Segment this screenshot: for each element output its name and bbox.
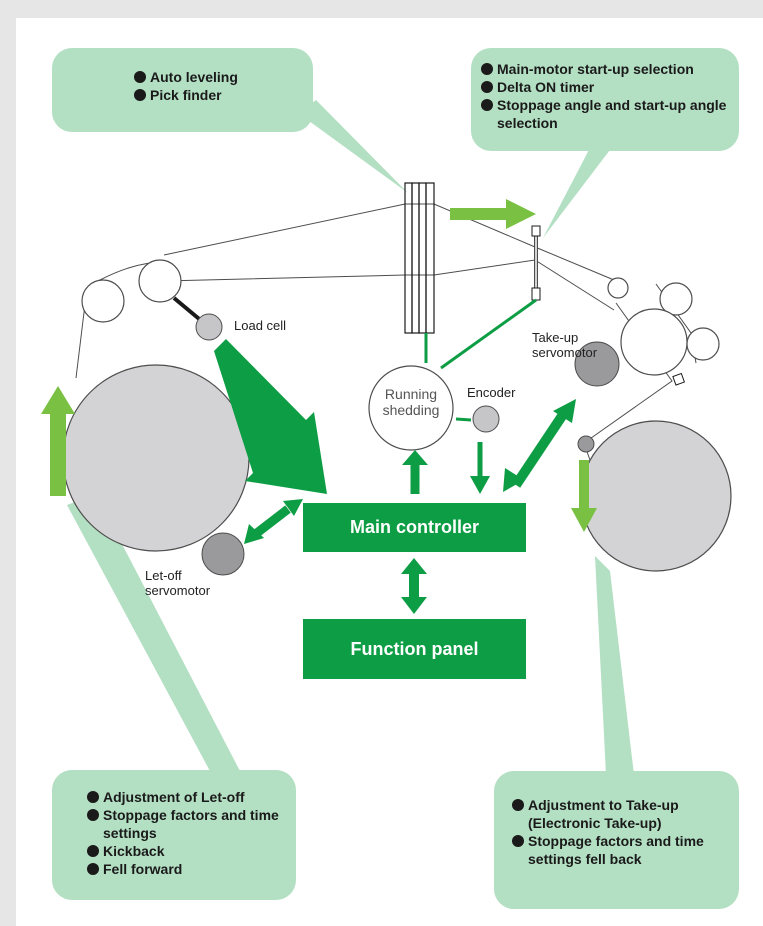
callout-item: Stoppage factors and time settings fell … xyxy=(512,832,739,868)
letoff-label-line-1: Let-off xyxy=(145,568,182,583)
main-controller-label: Main controller xyxy=(349,517,479,537)
callout-item: Adjustment of Let-off xyxy=(87,788,296,806)
callout-tail-top-left xyxy=(298,100,408,193)
load-cell-label: Load cell xyxy=(234,318,287,333)
callout-item: Main-motor start-up selection xyxy=(481,60,739,78)
callout-bottom-left: Adjustment of Let-off Stoppage factors a… xyxy=(52,770,296,900)
connection-lines xyxy=(424,298,537,422)
letoff-label-line-2: servomotor xyxy=(145,583,211,598)
takeup-tension-clip xyxy=(672,372,686,386)
reed-top-cap xyxy=(531,225,541,237)
callout-item: Kickback xyxy=(87,842,296,860)
reed-bottom-cap xyxy=(531,287,541,301)
takeup-servomotor xyxy=(574,341,620,387)
load-cell-sensor xyxy=(195,313,223,341)
function-panel-box: Function panel xyxy=(303,619,526,679)
cloth-roll xyxy=(580,420,732,572)
takeup-roller-small-1 xyxy=(659,282,693,316)
takeup-label-line-1: Take-up xyxy=(532,330,579,345)
takeup-press-roller xyxy=(577,435,595,453)
running-label-line-2: shedding xyxy=(382,402,440,418)
callout-tail-top-right xyxy=(543,138,619,238)
running-shedding-label: Running shedding xyxy=(372,386,450,418)
loom-diagram xyxy=(41,100,732,775)
function-panel-label: Function panel xyxy=(350,638,479,659)
takeup-roller-large xyxy=(620,308,688,376)
controller-panel-double-arrow xyxy=(401,558,427,614)
letoff-controller-double-arrow xyxy=(244,499,303,544)
callout-item: Delta ON timer xyxy=(481,78,739,96)
callout-item: Stoppage angle and start-up angle select… xyxy=(481,96,739,132)
heddle-frames xyxy=(404,182,435,334)
callout-item: Fell forward xyxy=(87,860,296,878)
callout-tail-bottom-right xyxy=(595,556,634,775)
callout-item: Stoppage factors and time settings xyxy=(87,806,296,842)
callout-top-left: Auto leveling Pick finder xyxy=(52,48,313,132)
letoff-servomotor xyxy=(201,532,245,576)
takeup-roller-small-2 xyxy=(686,327,720,361)
loadcell-to-controller-arrow xyxy=(214,339,327,494)
main-controller-box: Main controller xyxy=(303,503,526,552)
running-shedding-unit xyxy=(368,365,454,451)
takeup-controller-double-arrow xyxy=(503,399,576,492)
letoff-guide-roller-1 xyxy=(81,279,125,323)
callout-top-right: Main-motor start-up selection Delta ON t… xyxy=(471,48,739,151)
diagram-canvas: Auto leveling Pick finder Main-motor sta… xyxy=(16,18,763,926)
takeup-label-line-2: servomotor xyxy=(532,345,598,360)
running-label-line-1: Running xyxy=(384,386,438,402)
encoder xyxy=(472,405,500,433)
takeup-rotation-arrow xyxy=(571,460,597,532)
reed-motion-arrow xyxy=(450,199,536,229)
warp-beam xyxy=(62,364,250,552)
callout-item: Adjustment to Take-up (Electronic Take-u… xyxy=(512,796,739,832)
callout-tail-bottom-left xyxy=(67,494,241,773)
callout-item: Pick finder xyxy=(134,86,313,104)
letoff-rotation-arrow xyxy=(41,386,75,496)
encoder-label: Encoder xyxy=(467,385,516,400)
letoff-servomotor-label: Let-off servomotor xyxy=(145,568,210,598)
takeup-guide-roller-1 xyxy=(607,277,629,299)
letoff-guide-roller-2 xyxy=(138,259,182,303)
callout-bottom-right: Adjustment to Take-up (Electronic Take-u… xyxy=(494,771,739,909)
encoder-controller-arrows xyxy=(402,442,490,494)
callout-item: Auto leveling xyxy=(134,68,313,86)
takeup-servomotor-label: Take-up servomotor xyxy=(532,330,597,360)
